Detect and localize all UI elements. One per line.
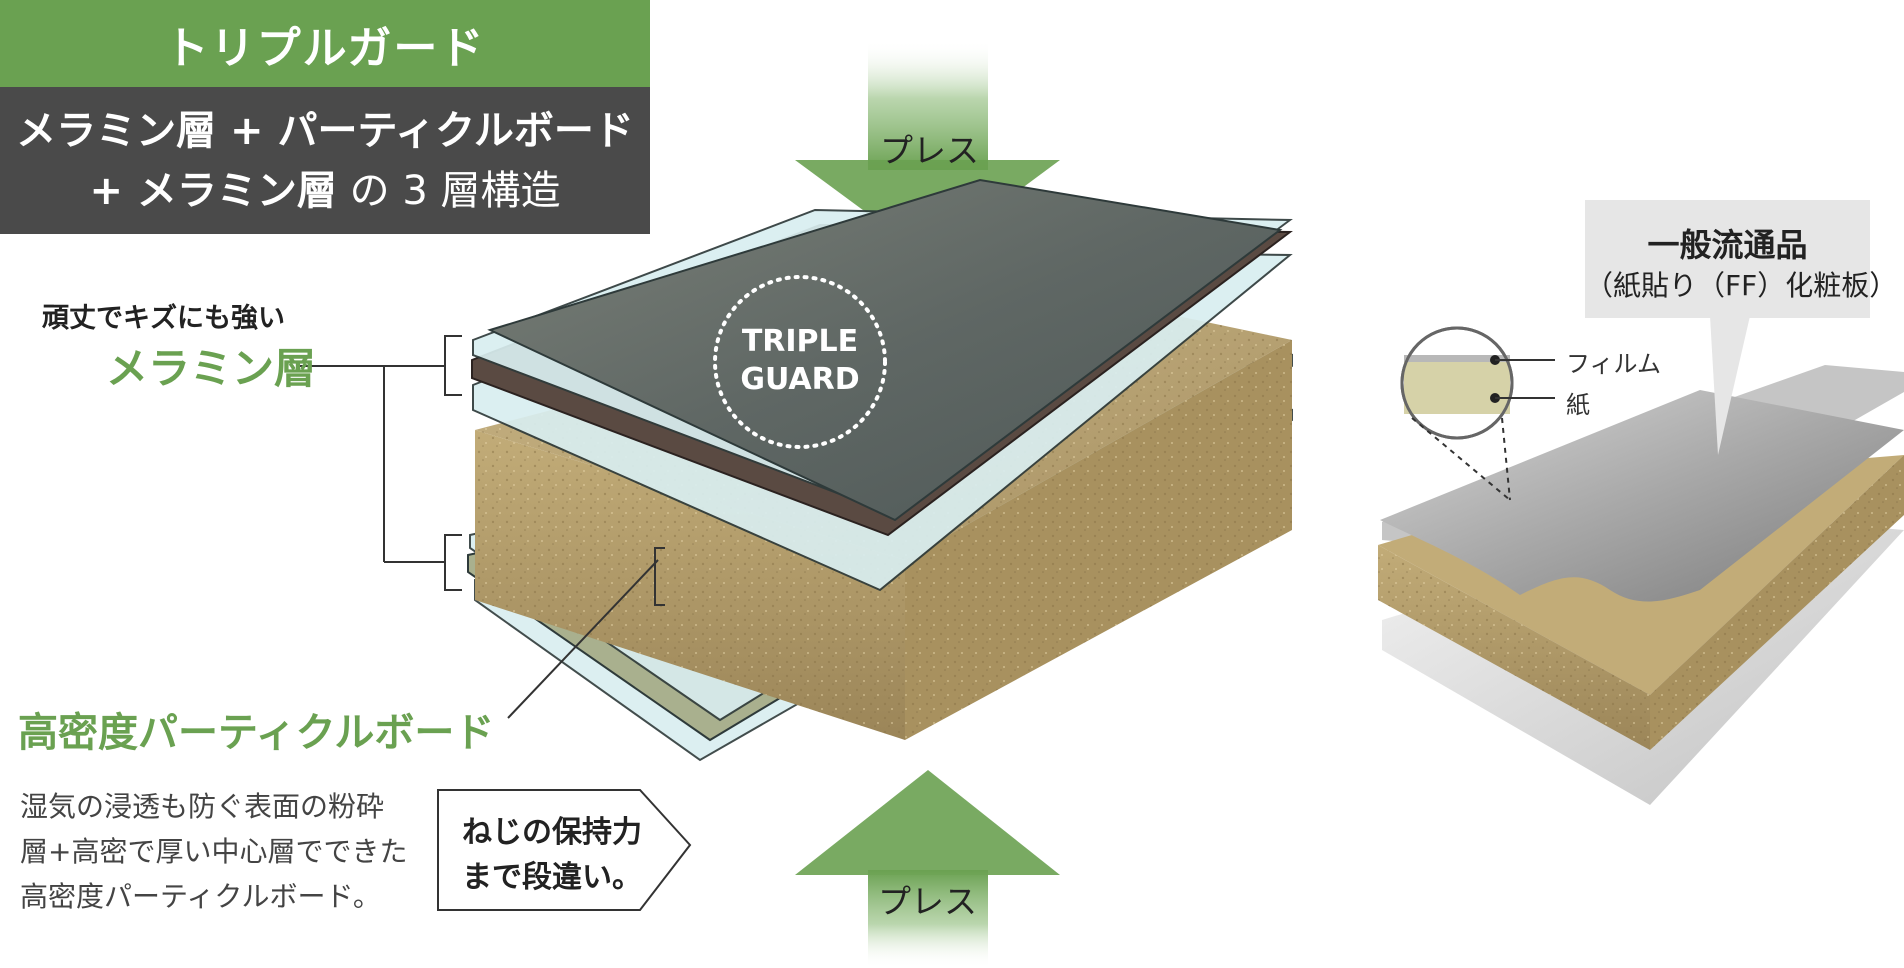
triple-guard-badge-ring — [713, 275, 887, 449]
generic-product-subtitle: （紙貼り（FF）化粧板） — [1585, 269, 1898, 302]
callout-line-1: ねじの保持力 — [462, 815, 642, 850]
ff-board-illustration — [1378, 365, 1904, 805]
melamine-bracket-lines — [298, 335, 462, 591]
callout-line-2: まで段違い。 — [462, 860, 642, 895]
paper-label: 紙 — [1566, 391, 1590, 419]
board-desc-line-3: 高密度パーティクルボード。 — [20, 880, 381, 913]
subtitle-line-1: メラミン層 + パーティクルボード — [16, 107, 634, 154]
press-label-top: プレス — [880, 131, 979, 170]
subtitle-line-2-rest: の 3 層構造 — [336, 167, 561, 214]
main-title: トリプルガード — [164, 22, 486, 74]
melamine-layer-label: メラミン層 — [106, 344, 317, 393]
melamine-tagline: 頑丈でキズにも強い — [42, 303, 285, 334]
press-label-bottom: プレス — [878, 882, 977, 921]
board-desc-line-2: 層+高密で厚い中心層でできた — [20, 835, 408, 868]
subtitle-banner: メラミン層 + パーティクルボード + メラミン層 の 3 層構造 — [0, 87, 650, 234]
generic-product-callout-box — [1585, 200, 1870, 455]
top-melamine-layers — [471, 178, 1293, 592]
subtitle-line-2: + メラミン層 の 3 層構造 — [89, 161, 560, 221]
screw-callout-shape — [437, 789, 692, 911]
press-arrow-bottom — [795, 770, 1060, 968]
layer-magnifier — [1400, 326, 1555, 501]
board-desc-line-1: 湿気の浸透も防ぐ表面の粉砕 — [20, 790, 385, 823]
badge-line-1: TRIPLE — [741, 324, 859, 359]
badge-line-2: GUARD — [740, 362, 860, 397]
generic-product-title: 一般流通品 — [1647, 226, 1808, 264]
film-label: フィルム — [1566, 350, 1662, 378]
board-pointer-line — [507, 547, 665, 719]
triple-guard-badge: TRIPLE GUARD — [715, 323, 885, 399]
main-title-banner: トリプルガード — [0, 0, 650, 87]
particle-board-label: 高密度パーティクルボード — [18, 710, 495, 756]
subtitle-line-2-bold: + メラミン層 — [89, 167, 337, 214]
